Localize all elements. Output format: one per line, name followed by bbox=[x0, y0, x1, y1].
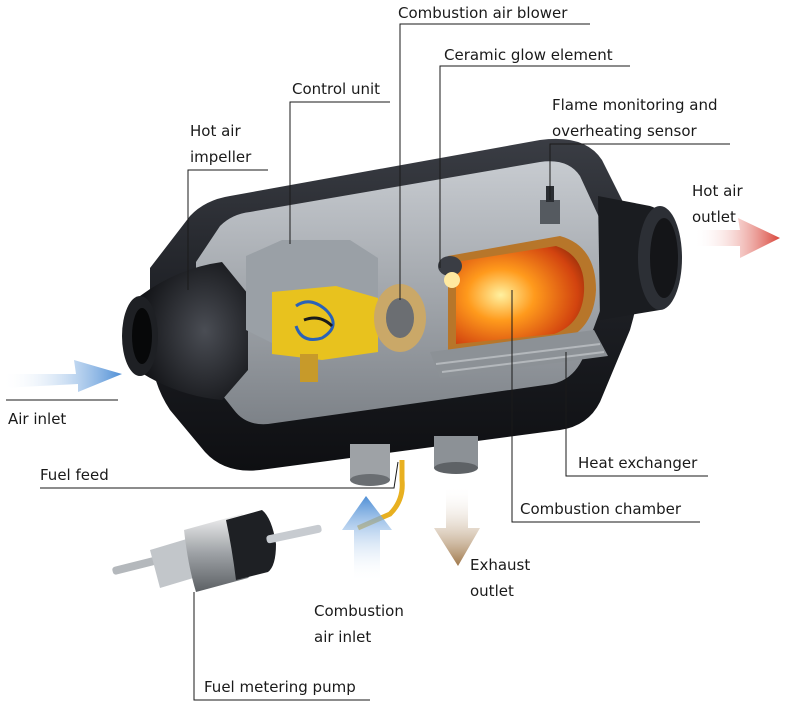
label-hot-air-impeller-line1: Hot air bbox=[190, 122, 241, 140]
label-combustion-air-inlet-line1: Combustion bbox=[314, 602, 404, 620]
label-hot-air-outlet-line2: outlet bbox=[692, 208, 736, 226]
label-exhaust-outlet-line1: Exhaust bbox=[470, 556, 530, 574]
hot-air-impeller bbox=[122, 262, 248, 400]
label-ceramic-glow-element: Ceramic glow element bbox=[444, 46, 613, 64]
label-air-inlet: Air inlet bbox=[8, 410, 66, 428]
label-combustion-air-blower: Combustion air blower bbox=[398, 4, 568, 22]
combustion-chamber bbox=[438, 236, 596, 352]
label-flame-sensor-line2: overheating sensor bbox=[552, 122, 698, 140]
label-hot-air-impeller-line2: impeller bbox=[190, 148, 252, 166]
exhaust-pipe bbox=[434, 436, 478, 474]
label-flame-sensor-line1: Flame monitoring and bbox=[552, 96, 717, 114]
label-fuel-metering-pump: Fuel metering pump bbox=[204, 678, 356, 696]
label-control-unit: Control unit bbox=[292, 80, 380, 98]
air-inlet-arrow bbox=[2, 360, 122, 392]
label-heat-exchanger: Heat exchanger bbox=[578, 454, 698, 472]
label-exhaust-outlet-line2: outlet bbox=[470, 582, 514, 600]
label-combustion-air-inlet-line2: air inlet bbox=[314, 628, 371, 646]
label-hot-air-outlet-line1: Hot air bbox=[692, 182, 743, 200]
combustion-air-inlet-arrow bbox=[342, 496, 392, 582]
fuel-feed-pipe bbox=[350, 444, 405, 531]
exhaust-outlet-arrow bbox=[434, 486, 480, 566]
leader-lines bbox=[6, 23, 730, 701]
hot-air-outlet-arrow bbox=[694, 218, 780, 258]
fuel-metering-pump bbox=[112, 510, 322, 592]
heat-exchanger bbox=[430, 330, 608, 378]
combustion-air-blower bbox=[374, 284, 426, 352]
ceramic-glow-element bbox=[438, 256, 462, 288]
label-fuel-feed: Fuel feed bbox=[40, 466, 109, 484]
control-unit bbox=[246, 240, 378, 382]
label-combustion-chamber: Combustion chamber bbox=[520, 500, 682, 518]
